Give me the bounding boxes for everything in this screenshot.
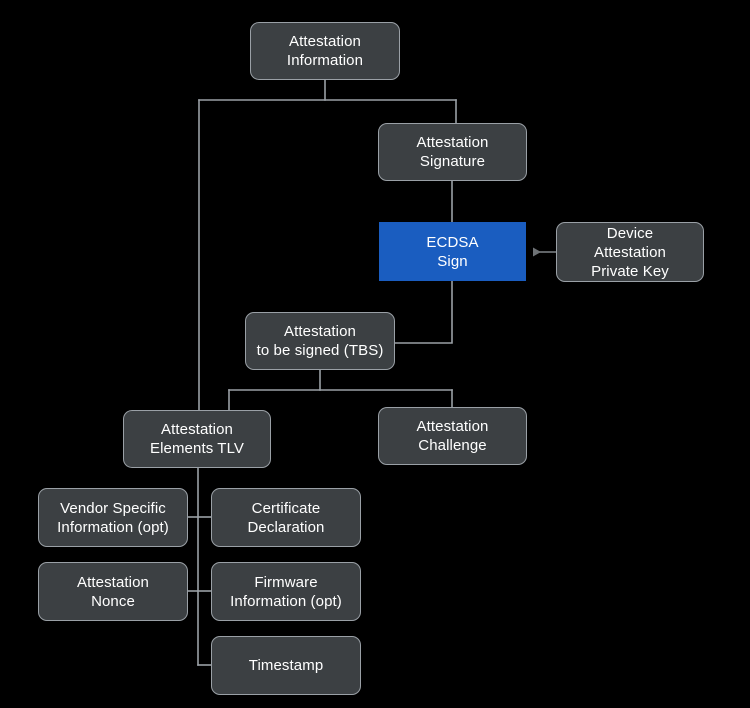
node-label: Attestation Signature [416,134,489,170]
node-label: Attestation to be signed (TBS) [256,323,384,359]
node-ecdsa-sign[interactable]: ECDSA Sign [379,222,526,281]
node-label: Attestation Elements TLV [149,421,245,457]
node-label: Vendor Specific Information (opt) [57,499,169,536]
node-label: Attestation Nonce [77,573,149,610]
node-attestation-signature[interactable]: Attestation Signature [378,123,527,181]
node-label: Attestation Challenge [416,418,489,454]
node-certificate-declaration[interactable]: Certificate Declaration [211,488,361,547]
node-label: Device Attestation Private Key [591,224,669,280]
node-label: Certificate Declaration [247,499,325,536]
node-attestation-challenge[interactable]: Attestation Challenge [378,407,527,465]
node-label: ECDSA Sign [426,233,479,270]
node-device-attestation-private-key[interactable]: Device Attestation Private Key [556,222,704,282]
node-attestation-elements-tlv[interactable]: Attestation Elements TLV [123,410,271,468]
edge-ecdsa-to-tbs [394,280,453,344]
node-vendor-specific-information[interactable]: Vendor Specific Information (opt) [38,488,188,547]
node-label: Attestation Information [286,33,364,69]
node-attestation-nonce[interactable]: Attestation Nonce [38,562,188,621]
node-attestation-to-be-signed[interactable]: Attestation to be signed (TBS) [245,312,395,370]
node-firmware-information[interactable]: Firmware Information (opt) [211,562,361,621]
node-label: Timestamp [248,657,324,674]
node-timestamp[interactable]: Timestamp [211,636,361,695]
node-attestation-information[interactable]: Attestation Information [250,22,400,80]
node-label: Firmware Information (opt) [230,573,342,610]
